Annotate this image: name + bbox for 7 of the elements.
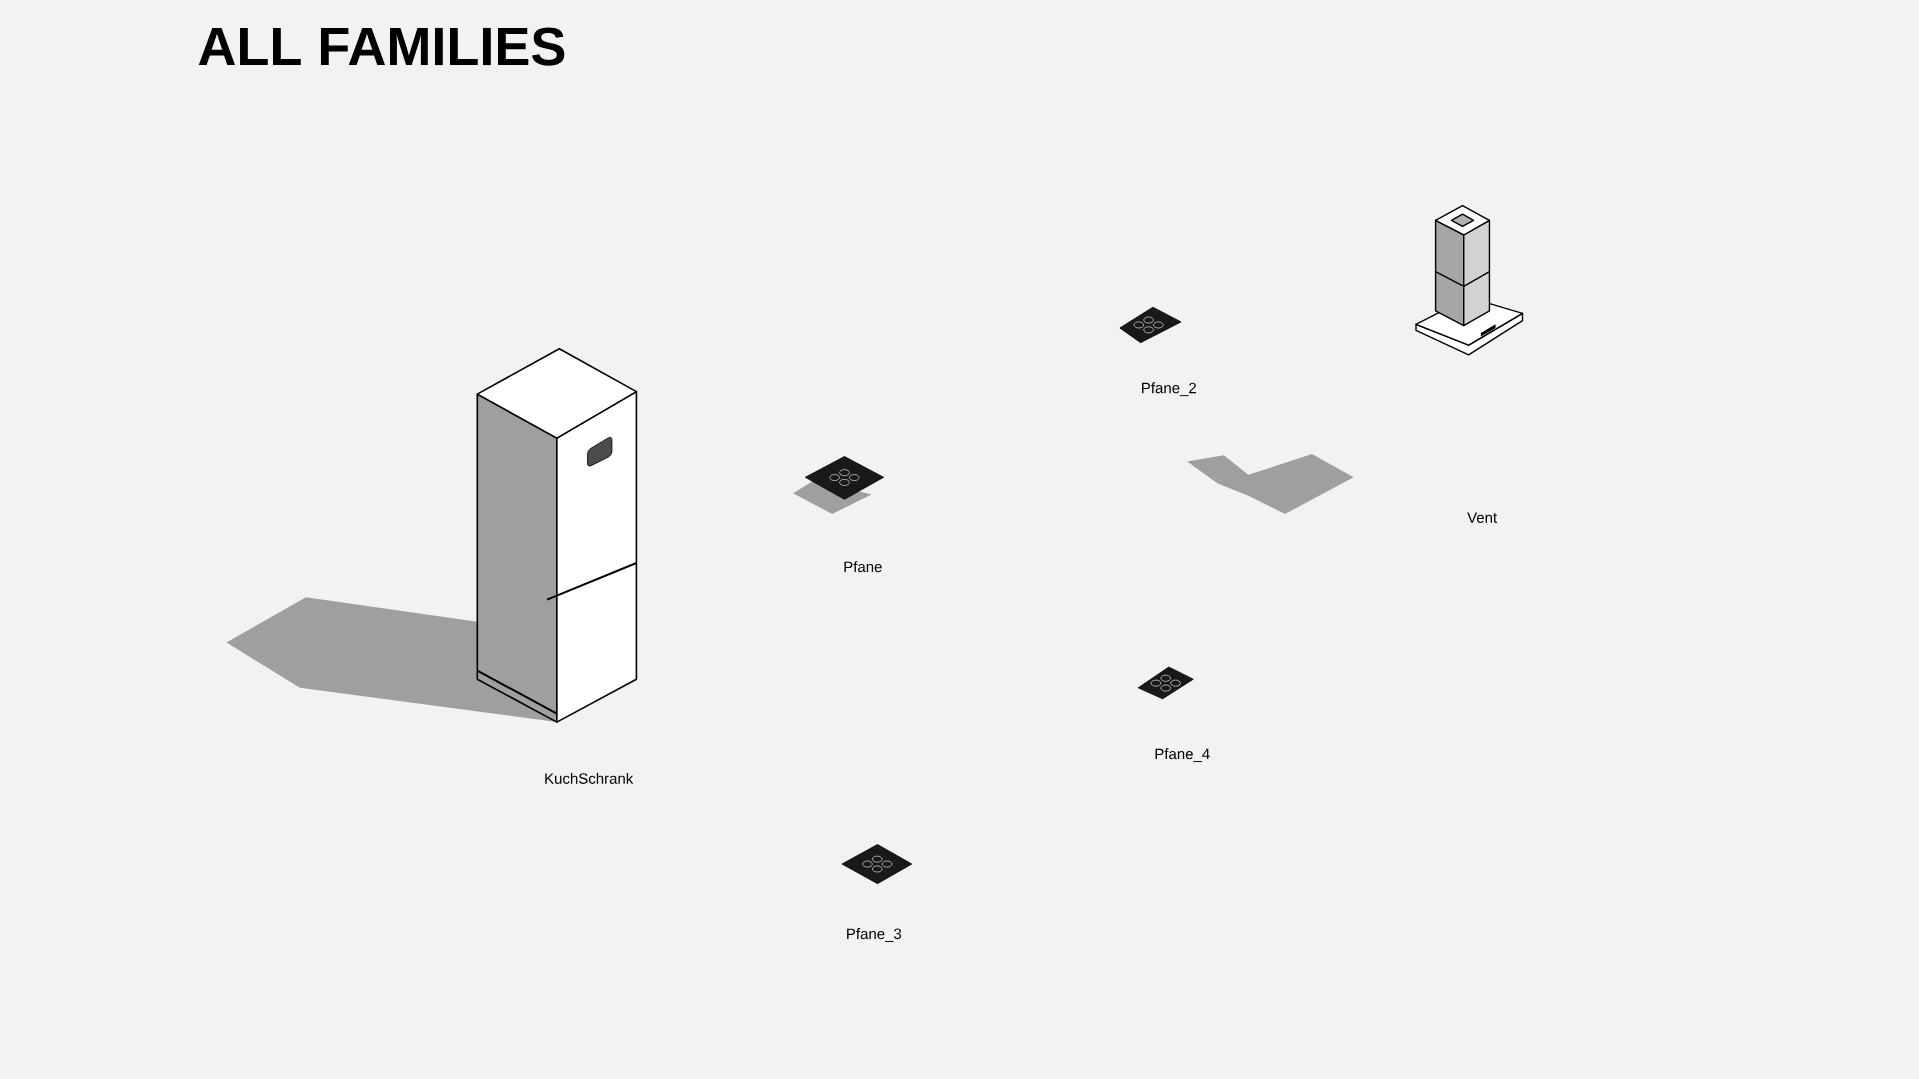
object-label: Vent bbox=[1467, 512, 1497, 523]
title: ALL FAMILIES bbox=[198, 27, 565, 66]
object-label: Pfane_2 bbox=[1142, 382, 1196, 396]
object-label: Pfane bbox=[844, 560, 882, 572]
object-label: Pfane_3 bbox=[847, 927, 902, 942]
object-label: KuchSchrank bbox=[545, 772, 634, 784]
object-label: Pfane_4 bbox=[1155, 748, 1210, 762]
